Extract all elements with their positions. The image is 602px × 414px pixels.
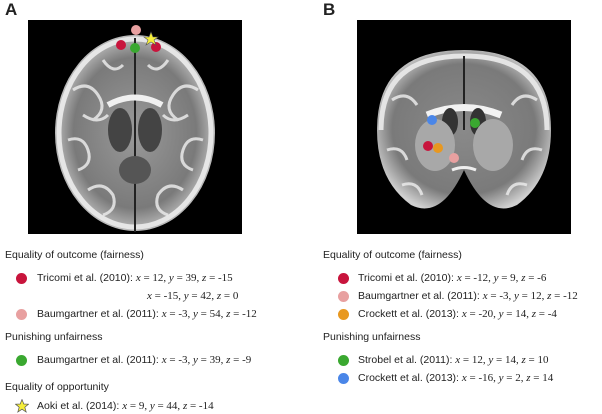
marker-strobel-b <box>470 118 480 128</box>
legend-dot-baumgartner-punish <box>16 355 27 366</box>
legend-entry: Baumgartner et al. (2011): x = -3, y = 1… <box>358 289 578 304</box>
legend-coords: x = -3, y = 54, z = -12 <box>161 308 257 320</box>
legend-coords: x = -20, y = 14, z = -4 <box>461 308 557 320</box>
legend-entry: Crockett et al. (2013): x = -16, y = 2, … <box>358 371 553 386</box>
legend-coords: x = 9, y = 44, z = -14 <box>122 400 214 412</box>
marker-crockett-b <box>433 143 443 153</box>
legend-study: Baumgartner et al. (2011): <box>37 308 159 320</box>
legend-coords: x = -3, y = 12, z = -12 <box>482 290 578 302</box>
legend-dot-baumgartner <box>338 291 349 302</box>
axial-brain-image <box>55 25 215 232</box>
legend-study: Crockett et al. (2013): <box>358 372 459 384</box>
legend-study: Baumgartner et al. (2011): <box>37 354 159 366</box>
marker-baumgartner-punish-a <box>130 43 140 53</box>
legend-coords: x = -15, y = 42, z = 0 <box>147 290 239 302</box>
legend-coords: x = 12, y = 14, z = 10 <box>455 354 549 366</box>
legend-b: Equality of outcome (fairness) Tricomi e… <box>323 248 602 384</box>
legend-entry: Baumgartner et al. (2011): x = -3, y = 5… <box>37 307 257 322</box>
legend-study: Aoki et al. (2014): <box>37 400 120 412</box>
coronal-brain-slice <box>357 20 571 234</box>
legend-dot-strobel <box>338 355 349 366</box>
legend-entry: Aoki et al. (2014): x = 9, y = 44, z = -… <box>37 399 214 414</box>
legend-b-title-fairness: Equality of outcome (fairness) <box>323 249 462 261</box>
legend-entry: Tricomi et al. (2010): x = 12, y = 39, z… <box>37 271 233 286</box>
legend-dot-crockett-punish <box>338 373 349 384</box>
legend-a-title-fairness: Equality of outcome (fairness) <box>5 249 144 261</box>
legend-dot-baumgartner <box>16 309 27 320</box>
marker-baumgartner-a <box>131 25 141 35</box>
legend-study: Strobel et al. (2011): <box>358 354 453 366</box>
legend-study: Crockett et al. (2013): <box>358 308 459 320</box>
legend-a-title-opportunity: Equality of opportunity <box>5 381 109 393</box>
legend-entry: x = -15, y = 42, z = 0 <box>147 289 238 304</box>
legend-coords: x = 12, y = 39, z = -15 <box>135 272 233 284</box>
legend-b-title-punishing: Punishing unfairness <box>323 331 421 343</box>
marker-baumgartner-b <box>449 153 459 163</box>
legend-dot-tricomi <box>16 273 27 284</box>
legend-entry: Crockett et al. (2013): x = -20, y = 14,… <box>358 307 557 322</box>
star-icon <box>15 399 29 413</box>
legend-entry: Strobel et al. (2011): x = 12, y = 14, z… <box>358 353 549 368</box>
panel-b-letter: B <box>323 0 336 19</box>
legend-study: Tricomi et al. (2010): <box>37 272 133 284</box>
coronal-brain-image <box>377 50 551 209</box>
legend-a: Equality of outcome (fairness) Tricomi e… <box>5 248 305 414</box>
legend-entry: Tricomi et al. (2010): x = -12, y = 9, z… <box>358 271 546 286</box>
axial-brain-slice <box>28 20 242 234</box>
legend-dot-tricomi <box>338 273 349 284</box>
legend-coords: x = -16, y = 2, z = 14 <box>461 372 554 384</box>
legend-a-title-punishing: Punishing unfairness <box>5 331 103 343</box>
legend-study: Tricomi et al. (2010): <box>358 272 454 284</box>
marker-aoki-star <box>143 31 159 46</box>
marker-crockett-punish-b <box>427 115 437 125</box>
marker-tricomi-a1 <box>116 40 126 50</box>
legend-study: Baumgartner et al. (2011): <box>358 290 480 302</box>
panel-a-letter: A <box>5 0 18 19</box>
marker-tricomi-b <box>423 141 433 151</box>
legend-coords: x = -12, y = 9, z = -6 <box>456 272 547 284</box>
legend-entry: Baumgartner et al. (2011): x = -3, y = 3… <box>37 353 251 368</box>
legend-coords: x = -3, y = 39, z = -9 <box>161 354 252 366</box>
legend-dot-crockett <box>338 309 349 320</box>
marker-tricomi-a2 <box>151 42 161 52</box>
